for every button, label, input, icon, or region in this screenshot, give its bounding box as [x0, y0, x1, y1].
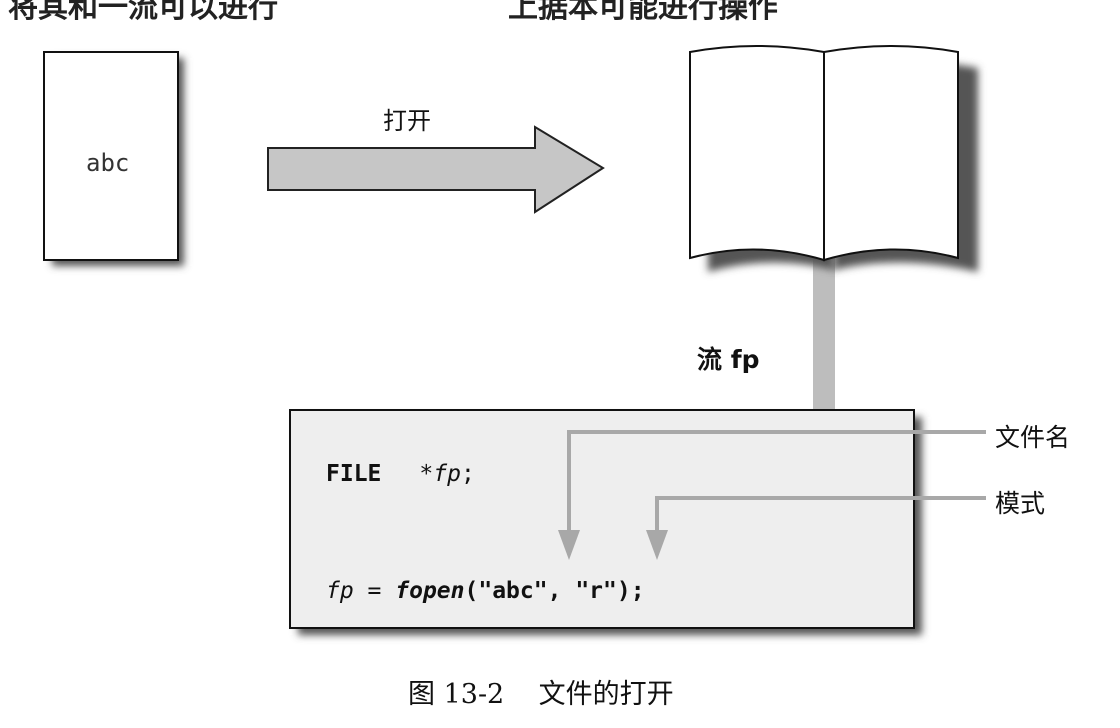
book-left-page [689, 45, 825, 262]
file-document [43, 51, 184, 266]
file-content-label: abc [86, 149, 130, 177]
figure-caption: 图 13-2 文件的打开 [408, 679, 674, 710]
code-line-fopen: fp = fopen("abc", "r"); [326, 578, 645, 604]
book-icon [689, 45, 978, 273]
callout-filename-label: 文件名 [995, 423, 1071, 452]
code-arg-sep: , [547, 578, 576, 604]
code-var-fp: fp [433, 461, 461, 487]
open-arrow-shape [267, 125, 605, 214]
header-fragment-right: 上据本可能进行操作 [508, 0, 778, 25]
callout-filename-line [558, 430, 986, 560]
callout-mode-line [646, 496, 986, 560]
book-right-page [823, 45, 959, 262]
code-box [289, 409, 922, 635]
code-semicolon: ; [460, 461, 475, 487]
file-box [43, 51, 179, 261]
code-line-declaration: FILE *fp; [326, 461, 475, 487]
code-open-paren: ( [464, 578, 479, 604]
code-box-frame [289, 409, 915, 629]
code-keyword-file: FILE [326, 461, 382, 487]
open-arrow-label: 打开 [383, 107, 431, 135]
header-fragment-left: 将其和一流可以进行 [8, 0, 278, 25]
code-close: ); [616, 578, 645, 604]
stream-label: 流 fp [697, 345, 760, 374]
code-lhs-fp: fp [326, 578, 354, 604]
code-eq: = [353, 578, 396, 604]
code-star: * [419, 461, 434, 487]
open-arrow [267, 125, 605, 214]
callout-mode-label: 模式 [995, 489, 1046, 518]
stream-bar [813, 258, 835, 412]
code-func-fopen: fopen [395, 578, 465, 604]
code-arg-filename: "abc" [478, 578, 548, 604]
code-arg-mode: "r" [575, 578, 617, 604]
